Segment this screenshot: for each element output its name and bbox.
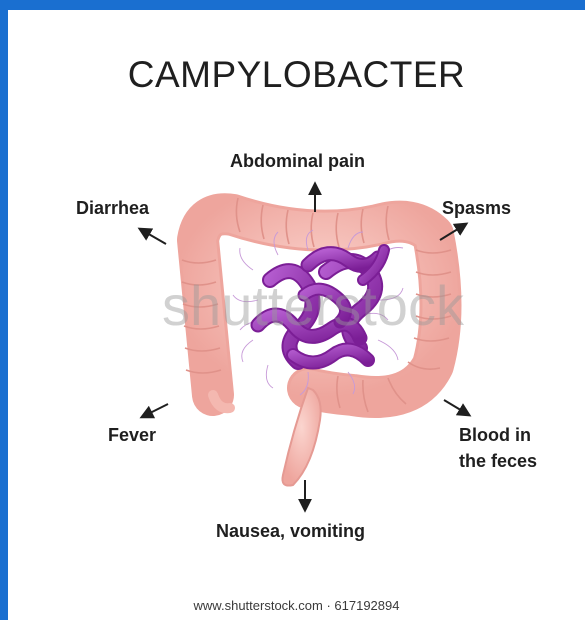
label-nausea: Nausea, vomiting [216,518,365,544]
arrow-diarrhea [140,229,166,244]
page-title: CAMPYLOBACTER [8,54,585,96]
label-blood-line2: the feces [459,448,537,474]
label-abdominal-pain: Abdominal pain [230,148,365,174]
label-diarrhea: Diarrhea [76,195,149,221]
label-fever: Fever [108,422,156,448]
arrow-blood [444,400,469,415]
footer-credit: www.shutterstock.com · 617192894 [8,598,585,613]
arrow-fever [142,404,168,417]
watermark-logo: shutterstock [162,274,465,337]
label-blood-line1: Blood in [459,422,531,448]
diagram-panel: shutterstock CAMPYLOBACTER Abdominal pai… [8,10,585,620]
label-spasms: Spasms [442,195,511,221]
